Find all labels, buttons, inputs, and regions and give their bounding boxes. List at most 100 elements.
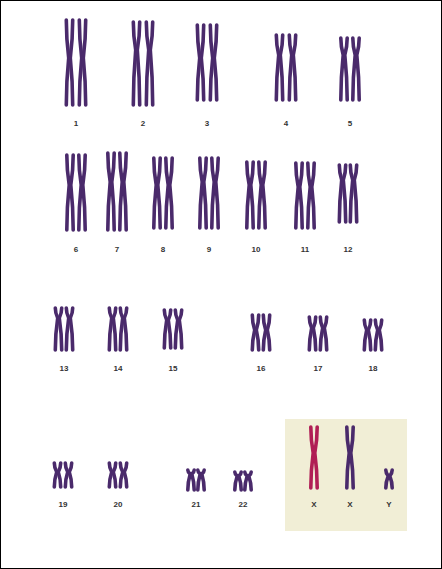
chromatid <box>259 162 261 228</box>
chromosome-number: 10 <box>252 245 261 254</box>
chromatid <box>120 463 122 487</box>
chromatid <box>353 38 355 100</box>
label-holder: X <box>311 493 316 511</box>
chromatid <box>198 470 200 490</box>
label-holder: 13 <box>60 357 69 375</box>
chromosome-number: 16 <box>257 364 266 373</box>
chromatid <box>109 308 111 350</box>
sex-chromosome-label: X <box>311 500 316 509</box>
chromatid <box>313 317 315 350</box>
label-holder: Y <box>386 493 391 511</box>
chromatid <box>312 163 314 228</box>
chromatid <box>137 22 139 105</box>
chromatid <box>252 315 254 350</box>
chromatid <box>133 22 135 105</box>
chromatid <box>109 463 111 487</box>
chromatid <box>347 427 349 488</box>
label-holder: 14 <box>114 357 123 375</box>
label-holder: 16 <box>257 357 266 375</box>
chromatid <box>263 162 265 228</box>
chromatid <box>256 315 258 350</box>
label-holder: 17 <box>314 357 323 375</box>
chromatid <box>197 25 199 100</box>
chromatid <box>216 158 218 228</box>
chromosome-number: 7 <box>115 245 119 254</box>
chromatid <box>124 153 126 230</box>
chromatid <box>120 308 122 350</box>
label-holder: 18 <box>369 357 378 375</box>
chromatid <box>146 22 148 105</box>
chromosome-number: 2 <box>141 119 145 128</box>
chromatid <box>158 158 160 228</box>
chromatid <box>289 35 291 100</box>
chromatid <box>245 472 247 490</box>
chromosome-number: 5 <box>348 119 352 128</box>
label-holder: 15 <box>169 357 178 375</box>
chromatid <box>368 320 370 350</box>
chromatid <box>124 308 126 350</box>
chromatid <box>179 310 181 348</box>
chromatid <box>67 155 69 230</box>
chromosome-number: 18 <box>369 364 378 373</box>
chromatid <box>263 315 265 350</box>
chromatid <box>239 472 241 490</box>
chromatid <box>113 463 115 487</box>
label-holder: 8 <box>161 238 165 256</box>
chromosome-number: 12 <box>344 245 353 254</box>
chromosome-number: 4 <box>284 119 288 128</box>
chromosome-number: 11 <box>301 245 309 254</box>
chromatid <box>357 38 359 100</box>
chromatid <box>70 308 72 350</box>
sex-chromosome-label: X <box>347 500 352 509</box>
chromatid <box>124 463 126 487</box>
label-holder: 5 <box>348 112 352 130</box>
chromatid <box>170 158 172 228</box>
chromatid <box>79 155 81 230</box>
chromatid <box>309 317 311 350</box>
label-holder: 4 <box>284 112 288 130</box>
chromatid <box>386 470 388 488</box>
chromatid <box>112 153 114 230</box>
chromatid <box>83 155 85 230</box>
chromatid <box>120 153 122 230</box>
chromatid <box>192 470 194 490</box>
chromosome-number: 1 <box>74 119 78 128</box>
chromatid <box>200 158 202 228</box>
chromatid <box>188 470 190 490</box>
chromatid <box>55 308 57 350</box>
chromosome-number: 8 <box>161 245 165 254</box>
chromosome-number: 3 <box>205 119 209 128</box>
label-holder: 11 <box>301 238 309 256</box>
chromatid <box>113 308 115 350</box>
chromatid <box>210 25 212 100</box>
chromosome-number: 6 <box>74 245 78 254</box>
label-holder: 10 <box>252 238 261 256</box>
chromatid <box>339 165 341 222</box>
chromosome-number: 14 <box>114 364 123 373</box>
chromatid <box>276 35 278 100</box>
chromatid <box>341 38 343 100</box>
chromatid <box>212 158 214 228</box>
chromosome-number: 19 <box>59 500 68 509</box>
chromatid <box>79 20 81 105</box>
chromatid <box>249 472 251 490</box>
chromosome-number: 15 <box>169 364 178 373</box>
chromatid <box>293 35 295 100</box>
chromatid <box>168 310 170 348</box>
chromatid <box>251 162 253 228</box>
label-holder: 20 <box>114 493 123 511</box>
chromosome-number: 20 <box>114 500 123 509</box>
chromatid <box>108 153 110 230</box>
chromatid <box>201 25 203 100</box>
chromatid <box>175 310 177 348</box>
chromatid <box>345 38 347 100</box>
chromatid <box>58 463 60 487</box>
label-holder: 12 <box>344 238 353 256</box>
chromatid <box>364 320 366 350</box>
chromatid <box>280 35 282 100</box>
chromatid <box>308 163 310 228</box>
chromatid <box>315 427 317 488</box>
chromatid <box>204 158 206 228</box>
